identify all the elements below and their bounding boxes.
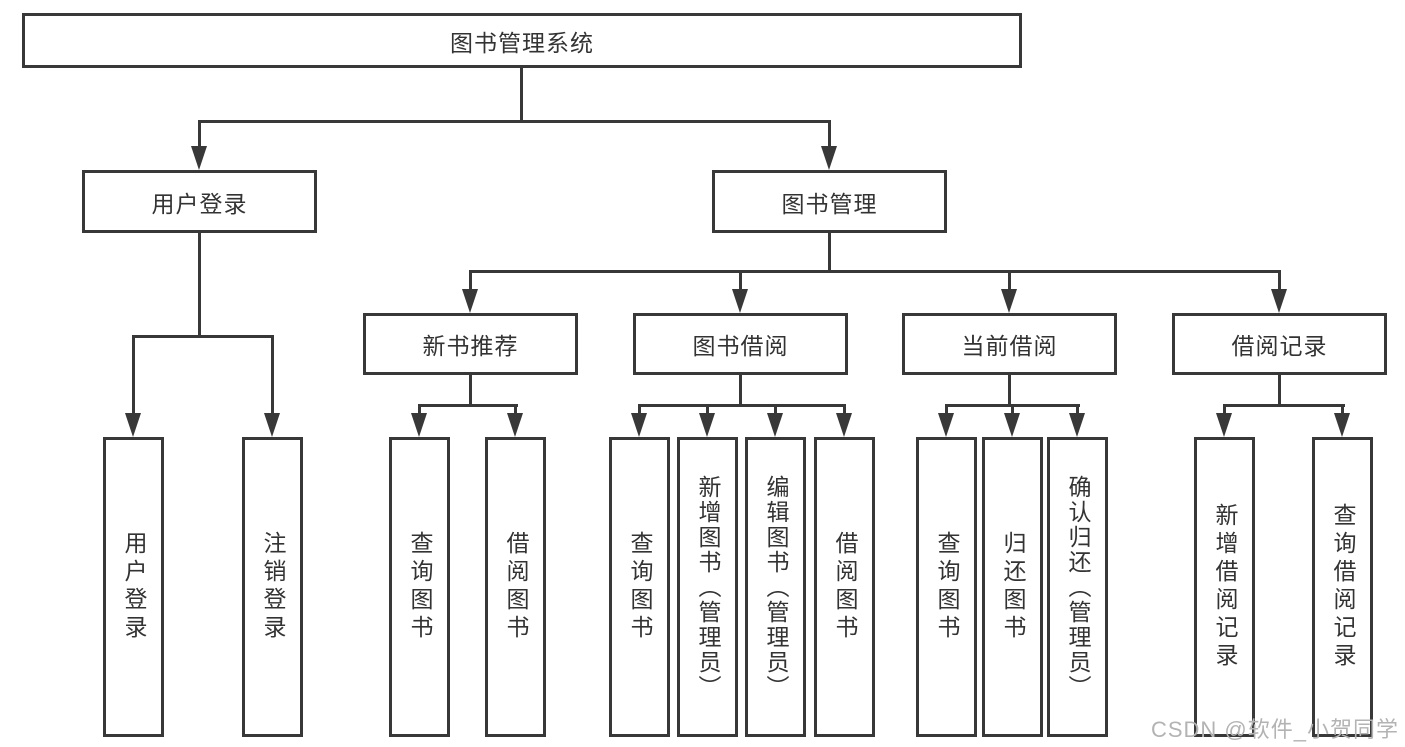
connector-stem-user-login — [132, 335, 135, 417]
arrow-down-icon — [507, 413, 523, 437]
node-br-add-record-label: 新增借阅记录 — [1212, 503, 1238, 671]
node-bb-query-books: 查询图书 — [609, 437, 670, 737]
arrow-down-icon — [1271, 289, 1287, 313]
node-root-label: 图书管理系统 — [450, 29, 594, 56]
connector-nbr-down — [469, 375, 472, 407]
connector-root-split — [198, 120, 831, 123]
node-bb-query-books-label: 查询图书 — [627, 531, 653, 643]
node-bb-borrow-books: 借阅图书 — [814, 437, 875, 737]
connector-stem-cb-query — [945, 404, 948, 417]
node-cb-query-books-label: 查询图书 — [934, 531, 960, 643]
arrow-down-icon — [125, 413, 141, 437]
connector-stem-cb-return — [1011, 404, 1014, 417]
connector-stem-br-query — [1341, 404, 1344, 417]
arrow-down-icon — [264, 413, 280, 437]
node-nbr-query-books: 查询图书 — [389, 437, 450, 737]
connector-stem-book-borrow — [739, 270, 742, 292]
node-root: 图书管理系统 — [22, 13, 1022, 68]
arrow-down-icon — [767, 413, 783, 437]
node-borrow-records: 借阅记录 — [1172, 313, 1387, 375]
connector-bb-split — [638, 404, 846, 407]
node-br-add-record: 新增借阅记录 — [1194, 437, 1255, 737]
node-cb-return-books: 归还图书 — [982, 437, 1043, 737]
arrow-down-icon — [732, 289, 748, 313]
node-logout: 注销登录 — [242, 437, 303, 737]
node-logout-label: 注销登录 — [260, 531, 286, 643]
connector-stem-borrow-records — [1278, 270, 1281, 292]
connector-stem-new-book-rec — [469, 270, 472, 292]
connector-cb-down — [1008, 375, 1011, 407]
node-bb-add-books: 新增图书（管理员） — [677, 437, 738, 737]
arrow-down-icon — [1004, 413, 1020, 437]
node-book-management: 图书管理 — [712, 170, 947, 233]
connector-stem-bb-borrow — [843, 404, 846, 417]
arrow-down-icon — [699, 413, 715, 437]
connector-stem-current-borrow — [1008, 270, 1011, 292]
connector-stem-bb-add — [706, 404, 709, 417]
arrow-down-icon — [191, 146, 207, 170]
connector-stem-nbr-query — [418, 404, 421, 417]
node-br-query-record-label: 查询借阅记录 — [1330, 503, 1356, 671]
node-book-management-label: 图书管理 — [781, 190, 878, 217]
node-current-borrowing: 当前借阅 — [902, 313, 1117, 375]
node-bb-borrow-books-label: 借阅图书 — [832, 531, 858, 643]
connector-stem-book-mgmt — [828, 120, 831, 148]
connector-stem-cb-confirm — [1076, 404, 1079, 417]
arrow-down-icon — [462, 289, 478, 313]
arrow-down-icon — [821, 146, 837, 170]
arrow-down-icon — [1216, 413, 1232, 437]
connector-user-login-down — [198, 233, 201, 338]
node-new-book-recommend: 新书推荐 — [363, 313, 578, 375]
node-book-borrowing-label: 图书借阅 — [692, 333, 789, 359]
node-cb-query-books: 查询图书 — [916, 437, 977, 737]
connector-stem-nbr-borrow — [514, 404, 517, 417]
connector-root-down — [520, 68, 523, 122]
connector-stem-logout — [271, 335, 274, 417]
connector-stem-bb-query — [638, 404, 641, 417]
node-bb-edit-books: 编辑图书（管理员） — [745, 437, 806, 737]
node-cb-confirm-return: 确认归还（管理员） — [1047, 437, 1108, 737]
node-user-login-branch: 用户登录 — [82, 170, 317, 233]
connector-br-down — [1278, 375, 1281, 407]
arrow-down-icon — [1001, 289, 1017, 313]
connector-nbr-split — [418, 404, 518, 407]
node-nbr-borrow-books-label: 借阅图书 — [503, 531, 529, 643]
arrow-down-icon — [1069, 413, 1085, 437]
node-bb-edit-books-label: 编辑图书（管理员） — [763, 474, 789, 700]
arrow-down-icon — [411, 413, 427, 437]
node-nbr-query-books-label: 查询图书 — [407, 531, 433, 643]
node-cb-confirm-return-label: 确认归还（管理员） — [1065, 474, 1091, 700]
node-nbr-borrow-books: 借阅图书 — [485, 437, 546, 737]
connector-stem-br-add — [1223, 404, 1226, 417]
node-book-borrowing: 图书借阅 — [633, 313, 848, 375]
arrow-down-icon — [938, 413, 954, 437]
node-bb-add-books-label: 新增图书（管理员） — [695, 474, 721, 700]
connector-br-split — [1223, 404, 1345, 407]
connector-stem-user-login-branch — [198, 120, 201, 148]
node-br-query-record: 查询借阅记录 — [1312, 437, 1373, 737]
arrow-down-icon — [1334, 413, 1350, 437]
node-user-login-branch-label: 用户登录 — [151, 190, 248, 217]
node-current-borrowing-label: 当前借阅 — [961, 333, 1058, 359]
node-user-login: 用户登录 — [103, 437, 164, 737]
connector-book-mgmt-down — [828, 233, 831, 273]
connector-bb-down — [739, 375, 742, 407]
connector-user-login-split — [132, 335, 274, 338]
connector-stem-bb-edit — [774, 404, 777, 417]
node-new-book-recommend-label: 新书推荐 — [422, 333, 519, 359]
node-borrow-records-label: 借阅记录 — [1231, 333, 1328, 359]
arrow-down-icon — [631, 413, 647, 437]
watermark: CSDN @软件_小贺同学 — [1150, 717, 1399, 742]
node-cb-return-books-label: 归还图书 — [1000, 531, 1026, 643]
arrow-down-icon — [836, 413, 852, 437]
node-user-login-label: 用户登录 — [121, 531, 147, 643]
connector-book-mgmt-split — [469, 270, 1281, 273]
